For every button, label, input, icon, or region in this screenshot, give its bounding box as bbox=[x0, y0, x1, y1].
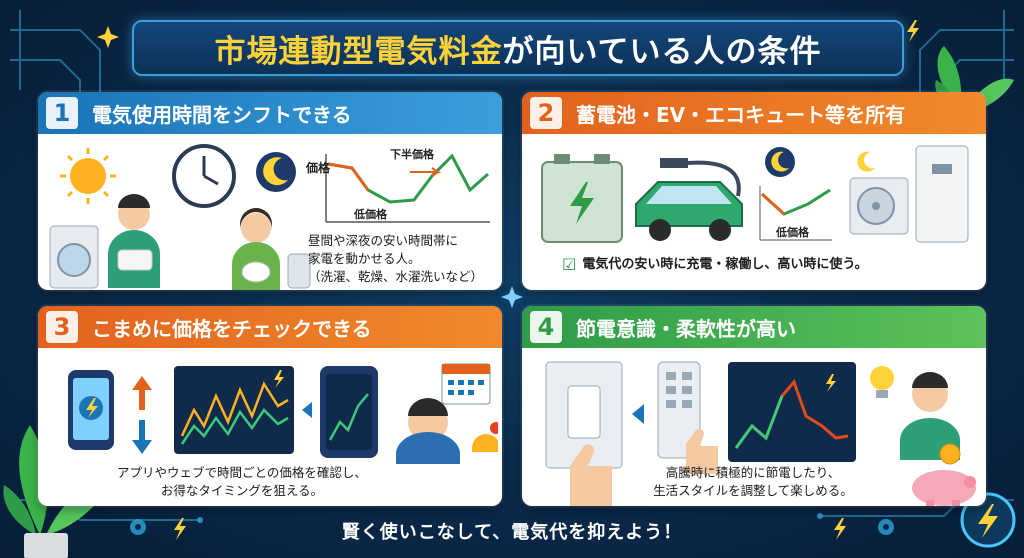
coin-icon bbox=[939, 443, 961, 465]
card-number: 2 bbox=[530, 97, 562, 129]
card-body: 高騰時に積極的に節電したり、 生活スタイルを調整して楽しめる。 bbox=[522, 348, 986, 506]
moon-icon bbox=[256, 152, 296, 192]
chart-label-price: 価格 bbox=[306, 160, 331, 175]
text-line: （洗濯、乾燥、水濯洗いなど） bbox=[308, 269, 484, 284]
price-chart: 価格 下半価格 低価格 bbox=[306, 147, 490, 223]
title-highlight: 市場連動型電気料金 bbox=[214, 33, 503, 70]
chart-label-low: 低価格 bbox=[353, 207, 388, 221]
card-body: 価格 下半価格 低価格 昼間や深夜の安い時間帯に 家電を動かせる人。 （洗濯、乾… bbox=[38, 134, 502, 290]
footer-text: 賢く使いこなして、電気代を抑えよう！ bbox=[341, 522, 683, 543]
person-checking-phone bbox=[396, 398, 460, 464]
man-figure bbox=[108, 194, 160, 288]
light-switch-icon bbox=[545, 361, 623, 506]
card-description: ☑ 電気代の安い時に充電・稼働し、高い時に使う。 bbox=[562, 256, 868, 274]
card-number: 4 bbox=[530, 311, 562, 343]
footer-banner: 賢く使いこなして、電気代を抑えよう！ bbox=[0, 514, 1024, 548]
title-rest: が向いている人の条件 bbox=[502, 33, 822, 70]
energy-saving-illustration bbox=[545, 361, 976, 506]
piggy-bank-icon bbox=[912, 470, 976, 506]
text-line: 生活スタイルを調整して楽しめる。 bbox=[653, 483, 853, 498]
card-header: 4 節電意識・柔軟性が高い bbox=[522, 306, 986, 348]
washing-machine-icon bbox=[49, 225, 99, 289]
check-icon: ☑ bbox=[562, 255, 577, 274]
card-title: 節電意識・柔軟性が高い bbox=[576, 316, 796, 341]
card-title: 蓄電池・EV・エコキュート等を所有 bbox=[576, 102, 906, 127]
remote-control-icon bbox=[657, 361, 718, 474]
moon-icon bbox=[857, 151, 875, 172]
text-line: 高騰時に積極的に節電したり、 bbox=[665, 465, 841, 480]
text-line: 家電を動かせる人。 bbox=[308, 251, 421, 266]
card-body: 低価格 ☑ 電気代の安い時に充電・稼働し、高い時に使う。 bbox=[522, 134, 986, 290]
ev-car-icon bbox=[635, 181, 743, 241]
price-check-illustration bbox=[68, 363, 498, 464]
kettle-icon bbox=[287, 253, 311, 289]
card-header: 3 こまめに価格をチェックできる bbox=[38, 306, 502, 348]
card-title: こまめに価格をチェックできる bbox=[92, 316, 372, 341]
plug-icon bbox=[660, 158, 741, 197]
card-title: 電気使用時間をシフトできる bbox=[92, 102, 352, 127]
card-storage-owner: 2 蓄電池・EV・エコキュート等を所有 bbox=[522, 92, 986, 290]
woman-figure bbox=[232, 208, 280, 290]
storage-illustration: 低価格 bbox=[541, 145, 969, 243]
page-title: 市場連動型電気料金が向いている人の条件 bbox=[214, 26, 821, 71]
clock-icon bbox=[172, 144, 236, 208]
chart-label-high: 下半価格 bbox=[390, 147, 435, 161]
price-arrows-icon bbox=[132, 376, 152, 454]
tablet-icon bbox=[320, 366, 378, 458]
card-price-check: 3 こまめに価格をチェックできる bbox=[38, 306, 502, 506]
battery-icon bbox=[541, 154, 623, 243]
card-energy-saving: 4 節電意識・柔軟性が高い bbox=[522, 306, 986, 506]
heat-pump-icon bbox=[849, 145, 969, 243]
card-header: 1 電気使用時間をシフトできる bbox=[38, 92, 502, 134]
mini-price-chart: 低価格 bbox=[759, 186, 832, 241]
price-spike-monitor bbox=[728, 362, 856, 462]
bell-icon bbox=[472, 422, 498, 452]
text-line: お得なタイミングを狙える。 bbox=[160, 483, 324, 498]
moon-icon bbox=[765, 147, 795, 177]
text-line: アプリやウェブで時間ごとの価格を確認し、 bbox=[117, 465, 367, 480]
card-description: 高騰時に積極的に節電したり、 生活スタイルを調整して楽しめる。 bbox=[628, 464, 878, 500]
chart-label-low: 低価格 bbox=[775, 225, 810, 239]
card-description: 昼間や深夜の安い時間帯に 家電を動かせる人。 （洗濯、乾燥、水濯洗いなど） bbox=[308, 232, 483, 286]
title-banner: 市場連動型電気料金が向いている人の条件 bbox=[132, 20, 904, 76]
card-header: 2 蓄電池・EV・エコキュート等を所有 bbox=[522, 92, 986, 134]
card-number: 1 bbox=[46, 97, 78, 129]
lightbulb-icon bbox=[870, 366, 894, 398]
smartphone-icon bbox=[68, 370, 114, 450]
calendar-icon bbox=[441, 363, 491, 405]
text-line: 昼間や深夜の安い時間帯に bbox=[308, 233, 459, 248]
card-body: アプリやウェブで時間ごとの価格を確認し、 お得なタイミングを狙える。 bbox=[38, 348, 502, 506]
card-time-shift: 1 電気使用時間をシフトできる bbox=[38, 92, 502, 290]
card-description: アプリやウェブで時間ごとの価格を確認し、 お得なタイミングを狙える。 bbox=[82, 464, 402, 500]
time-shift-illustration bbox=[49, 144, 311, 290]
sun-icon bbox=[60, 148, 116, 204]
card-number: 3 bbox=[46, 311, 78, 343]
price-monitor bbox=[174, 366, 294, 454]
text-line: 電気代の安い時に充電・稼働し、高い時に使う。 bbox=[582, 257, 868, 272]
